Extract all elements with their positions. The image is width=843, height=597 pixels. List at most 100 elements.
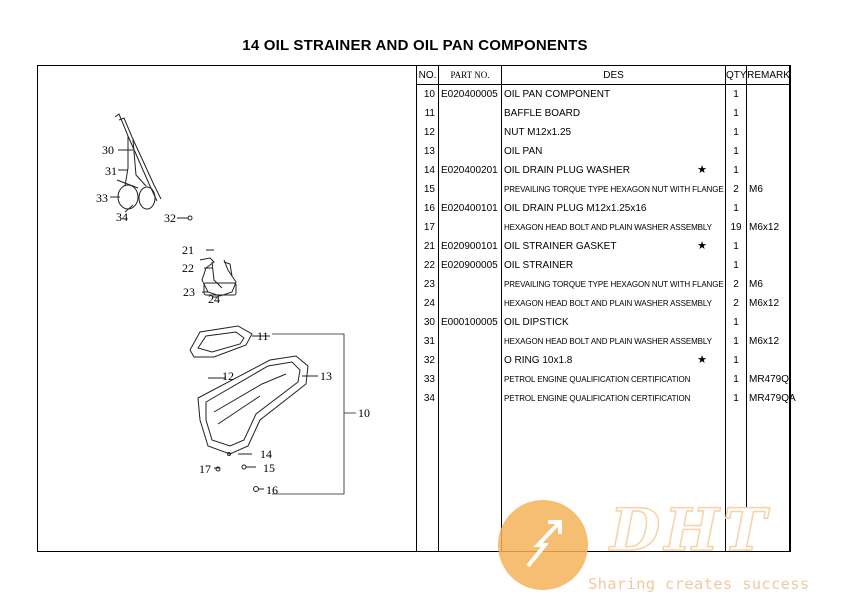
row-qty-text: 1: [733, 203, 739, 214]
row-no-text: 16: [423, 203, 435, 214]
row-no-text: 14: [423, 165, 435, 176]
row-des: OIL DRAIN PLUG WASHER ★: [501, 161, 726, 180]
watermark-slogan: Sharing creates success: [588, 575, 810, 593]
row-no: 21: [416, 237, 439, 256]
row-qty: 1: [725, 104, 747, 123]
row-remark: [746, 161, 791, 180]
row-part-no-text: E020400101: [441, 203, 498, 214]
row-remark-text: MR479Q: [749, 374, 790, 385]
star-icon: ★: [697, 164, 707, 176]
row-remark: [746, 123, 791, 142]
row-no-text: 24: [423, 298, 435, 309]
callout-33: 33: [96, 191, 108, 205]
row-remark-text: M6x12: [749, 298, 780, 309]
row-no: 22: [416, 256, 439, 275]
row-no-text: 32: [423, 355, 435, 366]
row-remark-text: M6: [749, 184, 763, 195]
row-des-text: PREVAILING TORQUE TYPE HEXAGON NUT WITH …: [504, 280, 724, 289]
row-qty-text: 1: [733, 355, 739, 366]
row-qty-text: 2: [733, 298, 739, 309]
row-des-text: HEXAGON HEAD BOLT AND PLAIN WASHER ASSEM…: [504, 337, 712, 346]
row-des-text: OIL DRAIN PLUG WASHER: [504, 165, 630, 176]
oil-strainer-drawing: [199, 249, 237, 298]
row-remark: [746, 256, 791, 275]
row-part-no: [438, 275, 502, 294]
table-filler-row: [416, 408, 791, 552]
star-icon: ★: [697, 354, 707, 366]
row-des: PREVAILING TORQUE TYPE HEXAGON NUT WITH …: [501, 180, 726, 199]
row-qty-text: 1: [733, 146, 739, 157]
header-part-no: PART NO.: [438, 65, 502, 85]
row-des-text: NUT M12x1.25: [504, 127, 572, 138]
row-qty-text: 1: [733, 165, 739, 176]
row-remark: [746, 199, 791, 218]
row-part-no: [438, 104, 502, 123]
row-part-no: E020400101: [438, 199, 502, 218]
row-qty-text: 1: [733, 108, 739, 119]
row-part-no-text: E000100005: [441, 317, 498, 328]
row-remark: [746, 142, 791, 161]
row-qty: 1: [725, 389, 747, 408]
row-qty: 1: [725, 351, 747, 370]
row-qty: 19: [725, 218, 747, 237]
row-part-no: E020900005: [438, 256, 502, 275]
row-des-text: HEXAGON HEAD BOLT AND PLAIN WASHER ASSEM…: [504, 223, 712, 232]
row-no-text: 34: [423, 393, 435, 404]
row-no: 30: [416, 313, 439, 332]
row-qty-text: 1: [733, 241, 739, 252]
row-part-no-text: E020400201: [441, 165, 498, 176]
row-remark: M6x12: [746, 218, 791, 237]
header-des: DES: [501, 65, 726, 85]
row-part-no: [438, 389, 502, 408]
row-remark-text: MR479QA: [749, 393, 796, 404]
row-part-no: [438, 180, 502, 199]
header-no: NO.: [416, 65, 439, 85]
row-des: OIL STRAINER: [501, 256, 726, 275]
row-remark: MR479QA: [746, 389, 796, 408]
row-des-text: PETROL ENGINE QUALIFICATION CERTIFICATIO…: [504, 394, 691, 403]
row-part-no: E020900101: [438, 237, 502, 256]
row-des: HEXAGON HEAD BOLT AND PLAIN WASHER ASSEM…: [501, 332, 726, 351]
row-part-no: [438, 142, 502, 161]
callout-10: 10: [358, 406, 370, 420]
row-no: 14: [416, 161, 439, 180]
row-qty: 1: [725, 370, 747, 389]
row-remark: [746, 84, 791, 104]
row-des: PETROL ENGINE QUALIFICATION CERTIFICATIO…: [501, 389, 726, 408]
row-des: PETROL ENGINE QUALIFICATION CERTIFICATIO…: [501, 370, 726, 389]
row-qty: 1: [725, 256, 747, 275]
row-des: NUT M12x1.25: [501, 123, 726, 142]
row-qty: 1: [725, 142, 747, 161]
row-des: OIL STRAINER GASKET★: [501, 237, 726, 256]
callout-16: 16: [266, 483, 278, 497]
row-no-text: 10: [423, 89, 435, 100]
row-des-text: PETROL ENGINE QUALIFICATION CERTIFICATIO…: [504, 375, 691, 384]
row-des: OIL PAN COMPONENT: [501, 84, 726, 104]
table-header-row: NO. PART NO. DES QTY REMARK: [416, 65, 791, 85]
row-part-no: [438, 370, 502, 389]
row-no: 16: [416, 199, 439, 218]
callout-17: 17: [199, 462, 211, 476]
callout-24: 24: [208, 292, 220, 306]
callout-23: 23: [183, 285, 195, 299]
row-remark-text: M6: [749, 279, 763, 290]
callout-13: 13: [320, 369, 332, 383]
table-row: 34 PETROL ENGINE QUALIFICATION CERTIFICAT…: [416, 389, 796, 408]
oil-dipstick-drawing: [114, 113, 162, 210]
row-remark-text: M6x12: [749, 336, 780, 347]
row-remark-text: M6x12: [749, 222, 780, 233]
row-qty: 1: [725, 313, 747, 332]
row-des: OIL DRAIN PLUG M12x1.25x16: [501, 199, 726, 218]
row-remark: M6: [746, 275, 791, 294]
row-remark: [746, 351, 791, 370]
row-no-text: 11: [424, 108, 435, 119]
row-no: 11: [416, 104, 439, 123]
row-des-text: OIL STRAINER GASKET: [504, 241, 617, 252]
